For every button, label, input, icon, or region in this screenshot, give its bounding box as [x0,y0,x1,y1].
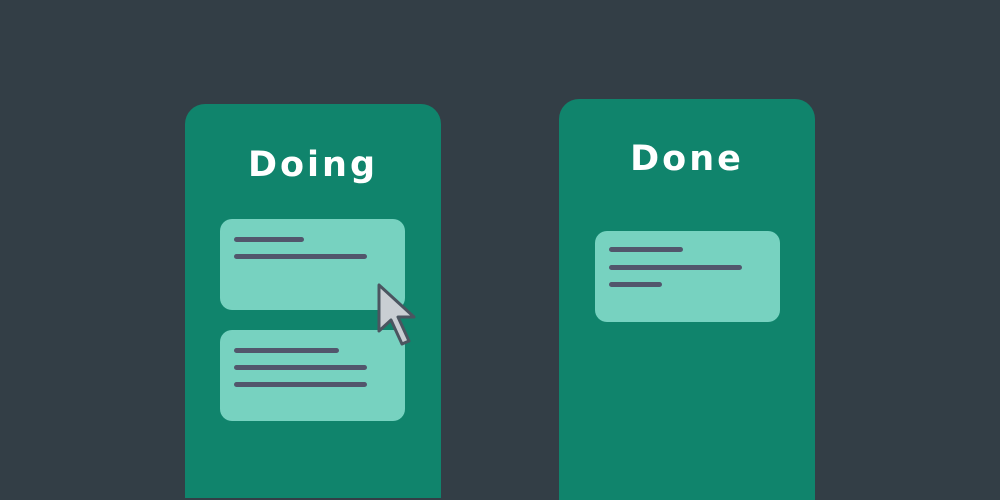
card[interactable] [220,219,405,310]
card-text-line [234,254,367,259]
column-done[interactable]: Done [559,99,815,500]
mouse-pointer-icon [377,283,416,346]
card-text-line [234,237,304,242]
column-title-doing: Doing [247,145,379,185]
card-text-line [234,365,367,370]
card[interactable] [595,231,780,322]
card-text-line [234,348,339,353]
card-text-line [234,382,367,387]
card-text-line [609,247,683,252]
card-text-line [609,282,662,287]
column-title-done: Done [630,139,744,179]
card-text-line [609,265,742,270]
card[interactable] [220,330,405,421]
